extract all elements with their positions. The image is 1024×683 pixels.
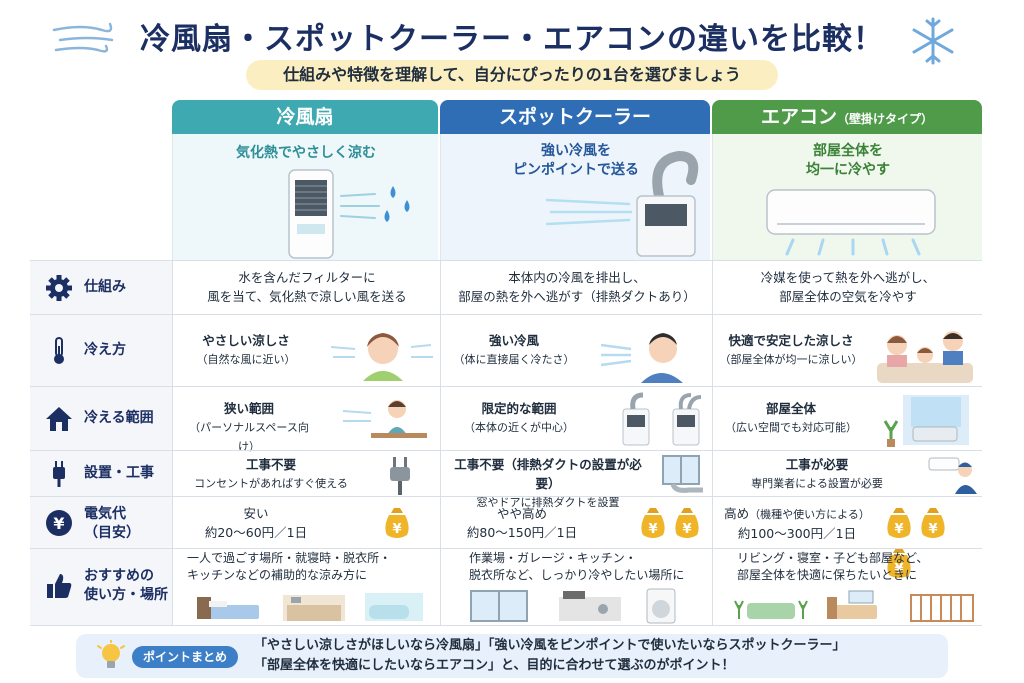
cell-electricity-cost-fan: 安い約20〜60円／1日 ¥ — [172, 497, 440, 548]
window-duct-icon — [662, 455, 703, 493]
cell-recommended-use-air-conditioner: リビング・寝室・子ども部屋など、部屋全体を快適に保ちたいときに — [712, 549, 982, 625]
svg-text:¥: ¥ — [894, 562, 903, 577]
family-sofa-icon — [877, 331, 973, 383]
man-cooling-icon — [601, 333, 683, 383]
cell-installation-spot-cooler: 工事不要（排熱ダクトの設置が必要）窓やドアに排熱ダクトを設置 — [440, 451, 712, 509]
spot-cooler-icon — [545, 150, 699, 257]
row-label-installation: 設置・工事 — [30, 451, 172, 496]
cell-mechanism-air-conditioner: 冷媒を使って熱を外へ逃がし、部屋全体の空気を冷やす — [712, 261, 982, 314]
hero-spot-cooler: 強い冷風をピンポイントで送る — [440, 134, 710, 260]
svg-text:¥: ¥ — [894, 522, 903, 537]
living-bedroom-nursery-icon — [734, 590, 974, 622]
hero-caption-air-conditioner: 部屋全体を均一に冷やす — [806, 143, 890, 178]
installer-worker-icon — [928, 457, 977, 494]
thumbs-up-icon — [47, 574, 72, 598]
summary-badge: ポイントまとめ — [132, 646, 238, 668]
cell-cooling-style-spot-cooler: 強い冷風（体に直接届く冷たさ） — [440, 315, 712, 386]
hero-fan: 気化熱でやさしく涼む — [172, 134, 438, 260]
row-electricity-cost: ¥ 電気代（目安） 安い約20〜60円／1日 ¥ やや高め約80〜150円／1日… — [30, 496, 982, 578]
person-at-desk-icon — [343, 400, 427, 438]
cell-recommended-use-fan: 一人で過ごす場所・就寝時・脱衣所・キッチンなどの補助的な涼み方に — [172, 549, 440, 625]
page-subtitle: 仕組みや特徴を理解して、自分にぴったりの1台を選びましょう — [246, 60, 778, 90]
living-room-icon — [883, 395, 969, 447]
window-kitchen-washer-icon — [470, 588, 676, 624]
gear-icon — [46, 275, 72, 301]
spot-coolers-icon — [622, 392, 702, 446]
coin-bag-group: ¥ ¥ ¥ — [883, 505, 982, 585]
row-label-recommended-use: おすすめの使い方・場所 — [30, 549, 172, 625]
snowflake-icon — [912, 17, 954, 65]
svg-text:¥: ¥ — [53, 514, 64, 533]
power-plug-icon — [390, 457, 410, 495]
summary-box: ポイントまとめ 「やさしい涼しさがほしいなら冷風扇」「強い冷風をピンポイントで使… — [76, 634, 948, 678]
hero-air-conditioner: 部屋全体を均一に冷やす — [712, 134, 982, 260]
row-label-cooling-range: 冷える範囲 — [30, 387, 172, 450]
row-label-cooling-style: 冷え方 — [30, 315, 172, 386]
cell-cooling-style-air-conditioner: 快適で安定した涼しさ（部屋全体が均一に涼しい） — [712, 315, 982, 386]
bedroom-kitchen-bath-icon — [197, 593, 423, 621]
summary-text: 「やさしい涼しさがほしいなら冷風扇」「強い冷風をピンポイントで使いたいならスポッ… — [254, 638, 846, 673]
coin-bag-icon: ¥ — [385, 508, 409, 538]
wind-icon — [52, 22, 114, 53]
cell-cooling-range-air-conditioner: 部屋全体（広い空間でも対応可能） — [712, 387, 982, 450]
svg-text:¥: ¥ — [682, 522, 691, 537]
column-header-air-conditioner: エアコン（壁掛けタイプ） — [712, 100, 982, 134]
cell-installation-fan: 工事不要コンセントがあればすぐ使える — [172, 451, 440, 496]
column-header-fan: 冷風扇 — [172, 100, 438, 134]
air-cooler-fan-icon — [288, 169, 410, 259]
cell-cooling-range-spot-cooler: 限定的な範囲（本体の近くが中心） — [440, 387, 712, 450]
row-label-mechanism: 仕組み — [30, 261, 172, 314]
wall-air-conditioner-icon — [766, 189, 936, 256]
coin-bag-icon: ¥ — [675, 508, 699, 538]
cell-recommended-use-spot-cooler: 作業場・ガレージ・キッチン・脱衣所など、しっかり冷やしたい場所に — [440, 549, 712, 625]
svg-text:¥: ¥ — [392, 522, 401, 537]
row-recommended-use: おすすめの使い方・場所 一人で過ごす場所・就寝時・脱衣所・キッチンなどの補助的な… — [30, 548, 982, 626]
coin-bag-icon: ¥ — [887, 508, 911, 538]
cell-installation-air-conditioner: 工事が必要専門業者による設置が必要 — [712, 451, 982, 496]
row-cooling-range: 冷える範囲 狭い範囲（パーソナルスペース向け） 限定的な範囲（本体の近くが中心）… — [30, 386, 982, 453]
row-installation: 設置・工事 工事不要コンセントがあればすぐ使える 工事不要（排熱ダクトの設置が必… — [30, 450, 982, 509]
coin-bag-icon: ¥ — [641, 508, 665, 538]
woman-relaxing-icon — [331, 333, 433, 381]
page-title: 冷風扇・スポットクーラー・エアコンの違いを比較！ — [140, 22, 884, 57]
row-mechanism: 仕組み 水を含んだフィルターに風を当て、気化熱で涼しい風を送る 本体内の冷風を排… — [30, 260, 982, 314]
lightbulb-icon — [97, 640, 125, 668]
cell-mechanism-fan: 水を含んだフィルターに風を当て、気化熱で涼しい風を送る — [172, 261, 440, 314]
cell-cooling-range-fan: 狭い範囲（パーソナルスペース向け） — [172, 387, 440, 453]
coin-bag-group: ¥ — [381, 505, 415, 545]
hero-caption-spot-cooler: 強い冷風をピンポイントで送る — [513, 143, 639, 178]
coin-bag-icon: ¥ — [921, 508, 945, 538]
yen-icon: ¥ — [46, 510, 72, 536]
plug-icon — [53, 461, 65, 487]
coin-bag-group: ¥¥ — [637, 505, 705, 545]
row-label-electricity-cost: ¥ 電気代（目安） — [30, 497, 172, 548]
coin-bag-icon: ¥ — [887, 548, 911, 578]
hero-caption-fan: 気化熱でやさしく涼む — [236, 145, 376, 161]
cell-cooling-style-fan: やさしい涼しさ（自然な風に近い） — [172, 315, 440, 386]
thermometer-icon — [54, 337, 64, 364]
cell-electricity-cost-air-conditioner: 高め（機種や使い方による）約100〜300円／1日 ¥¥¥ — [712, 497, 982, 578]
svg-text:¥: ¥ — [648, 522, 657, 537]
cell-electricity-cost-spot-cooler: やや高め約80〜150円／1日 ¥¥ — [440, 497, 712, 548]
home-icon — [46, 407, 72, 431]
row-cooling-style: 冷え方 やさしい涼しさ（自然な風に近い） 強い冷風（体に直接届く冷たさ） 快適で… — [30, 314, 982, 386]
column-header-spot-cooler: スポットクーラー — [440, 100, 710, 134]
svg-text:¥: ¥ — [928, 522, 937, 537]
cell-mechanism-spot-cooler: 本体内の冷風を排出し、部屋の熱を外へ逃がす（排熱ダクトあり） — [440, 261, 712, 314]
